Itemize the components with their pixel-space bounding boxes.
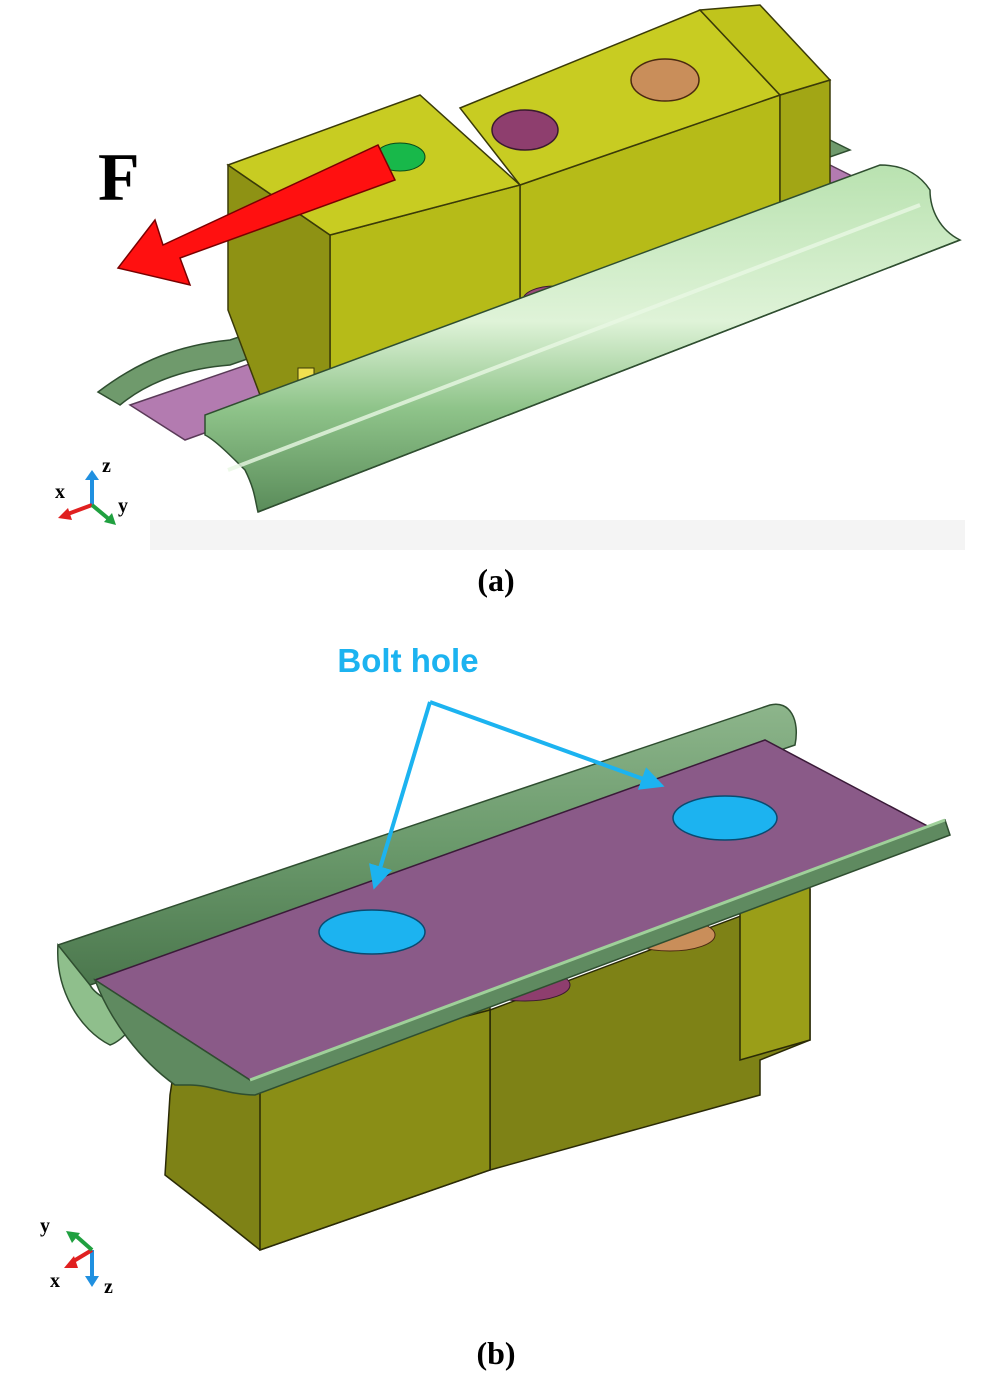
axis-y-head-b xyxy=(66,1231,80,1243)
axis-x-label-b: x xyxy=(50,1270,60,1292)
panel-a: F z x y xyxy=(55,4,965,550)
force-arrow xyxy=(116,142,426,287)
axis-y-head xyxy=(104,513,116,525)
rail-front-lip-b xyxy=(93,819,951,1096)
bolt-hole-right xyxy=(672,795,778,841)
axis-y-line xyxy=(90,503,112,522)
force-label: F xyxy=(98,139,140,215)
axis-z-head xyxy=(85,470,99,480)
axis-y-label-b: y xyxy=(40,1215,50,1237)
axis-z-label: z xyxy=(102,455,111,477)
axis-triad-a: z x y xyxy=(55,455,128,525)
callout-arrow-left xyxy=(369,701,432,890)
bolt-hole-label: Bolt hole xyxy=(337,642,478,679)
axis-x-label: x xyxy=(55,481,65,503)
caption-b: (b) xyxy=(476,1335,516,1371)
panel-b: Bolt hole y x z xyxy=(40,642,951,1298)
bolt-hole-left xyxy=(318,909,426,955)
rail-highlight-a xyxy=(227,203,921,472)
axis-y-line-b xyxy=(73,1233,94,1252)
caption-a: (a) xyxy=(477,562,515,598)
axis-y-label: y xyxy=(118,495,128,517)
ground-shadow xyxy=(150,520,965,550)
rail-edge-a xyxy=(257,239,961,513)
bolt-head-tan xyxy=(630,58,700,102)
axis-z-label-b: z xyxy=(104,1276,113,1298)
block-end-top xyxy=(698,4,832,96)
axis-x-head xyxy=(58,508,72,520)
axis-x-line-b xyxy=(70,1248,94,1264)
rail-edge-b xyxy=(249,818,946,1082)
axis-triad-b: y x z xyxy=(40,1215,113,1298)
bolt-hole-callout: Bolt hole xyxy=(337,642,665,890)
bolt-head-maroon xyxy=(491,109,559,151)
force-arrow-body xyxy=(116,144,397,287)
callout-arrow-right xyxy=(429,700,665,790)
axis-x-head-b xyxy=(64,1256,78,1268)
axis-z-head-b xyxy=(85,1276,99,1287)
